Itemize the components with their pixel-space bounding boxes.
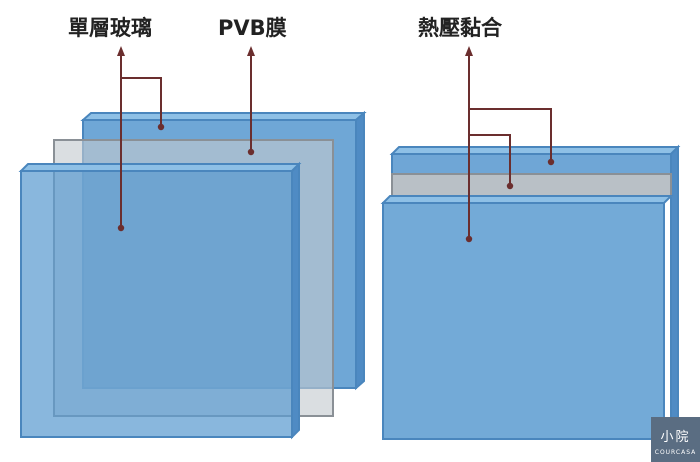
front-glass-pane [18, 161, 302, 440]
arrow-head-single-glass [117, 46, 125, 56]
dot-laminated-bottom [465, 235, 473, 243]
arrow-head-heat-pressed [465, 46, 473, 56]
dot-front-glass [117, 224, 125, 232]
arrow-head-pvb [247, 46, 255, 56]
dot-laminated-pvb [506, 182, 514, 190]
logo-text: 小院 [660, 430, 691, 445]
brand-logo: 小院 COURCASA [651, 417, 700, 462]
dot-pvb-film [247, 148, 255, 156]
right-pointer-lines [468, 50, 552, 239]
laminated-bottom-glass [380, 195, 674, 440]
dot-laminated-top [547, 158, 555, 166]
label-pvb-film: PVB膜 [218, 16, 287, 40]
exploded-layers [18, 110, 367, 440]
laminated-stack [380, 144, 681, 440]
left-pointer-lines [120, 50, 252, 228]
logo-subtext: COURCASA [654, 449, 697, 456]
left-pointer-markers [117, 46, 255, 232]
label-heat-pressed: 熱壓黏合 [418, 16, 502, 40]
right-pointer-markers [465, 46, 555, 243]
dot-back-glass [157, 123, 165, 131]
laminated-pvb [391, 173, 672, 197]
label-single-glass: 單層玻璃 [68, 16, 152, 40]
